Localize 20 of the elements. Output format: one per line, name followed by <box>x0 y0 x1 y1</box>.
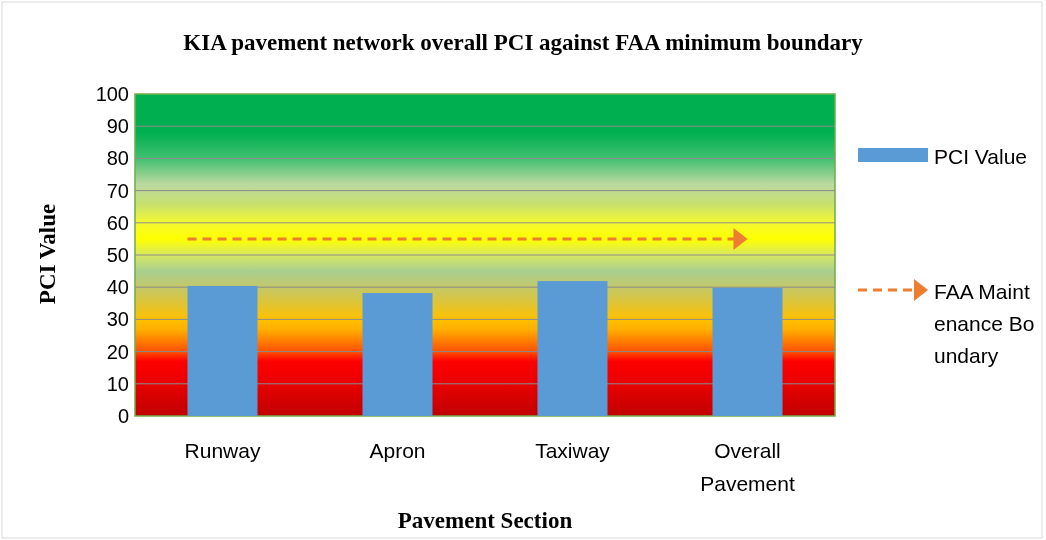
axis-tick-label: 70 <box>106 178 129 203</box>
category-label: Taxiway <box>534 438 611 464</box>
legend-label: PCI Value <box>934 144 1028 170</box>
axis-title: Pavement Section <box>396 508 574 534</box>
axis-tick-label: 10 <box>106 371 129 396</box>
legend-label: FAA Maintenance Boundary <box>934 279 1036 369</box>
axis-tick-label: 90 <box>106 114 129 139</box>
axis-tick-label: 100 <box>95 82 129 106</box>
axis-tick-label: 40 <box>106 275 129 300</box>
axis-tick-label: 60 <box>106 210 129 235</box>
category-label: Runway <box>183 438 262 464</box>
axis-title: PCI Value <box>35 202 61 307</box>
axis-tick-label: 0 <box>117 404 129 428</box>
chart-title: KIA pavement network overall PCI against FAA minimum boundary <box>182 30 864 56</box>
axis-tick-label: 20 <box>106 339 129 364</box>
axis-tick-label: 80 <box>106 146 129 171</box>
axis-tick-label: 50 <box>106 243 129 267</box>
category-label: Overall Pavement <box>699 438 796 497</box>
category-label: Apron <box>368 438 427 464</box>
axis-tick-label: 30 <box>106 307 129 332</box>
